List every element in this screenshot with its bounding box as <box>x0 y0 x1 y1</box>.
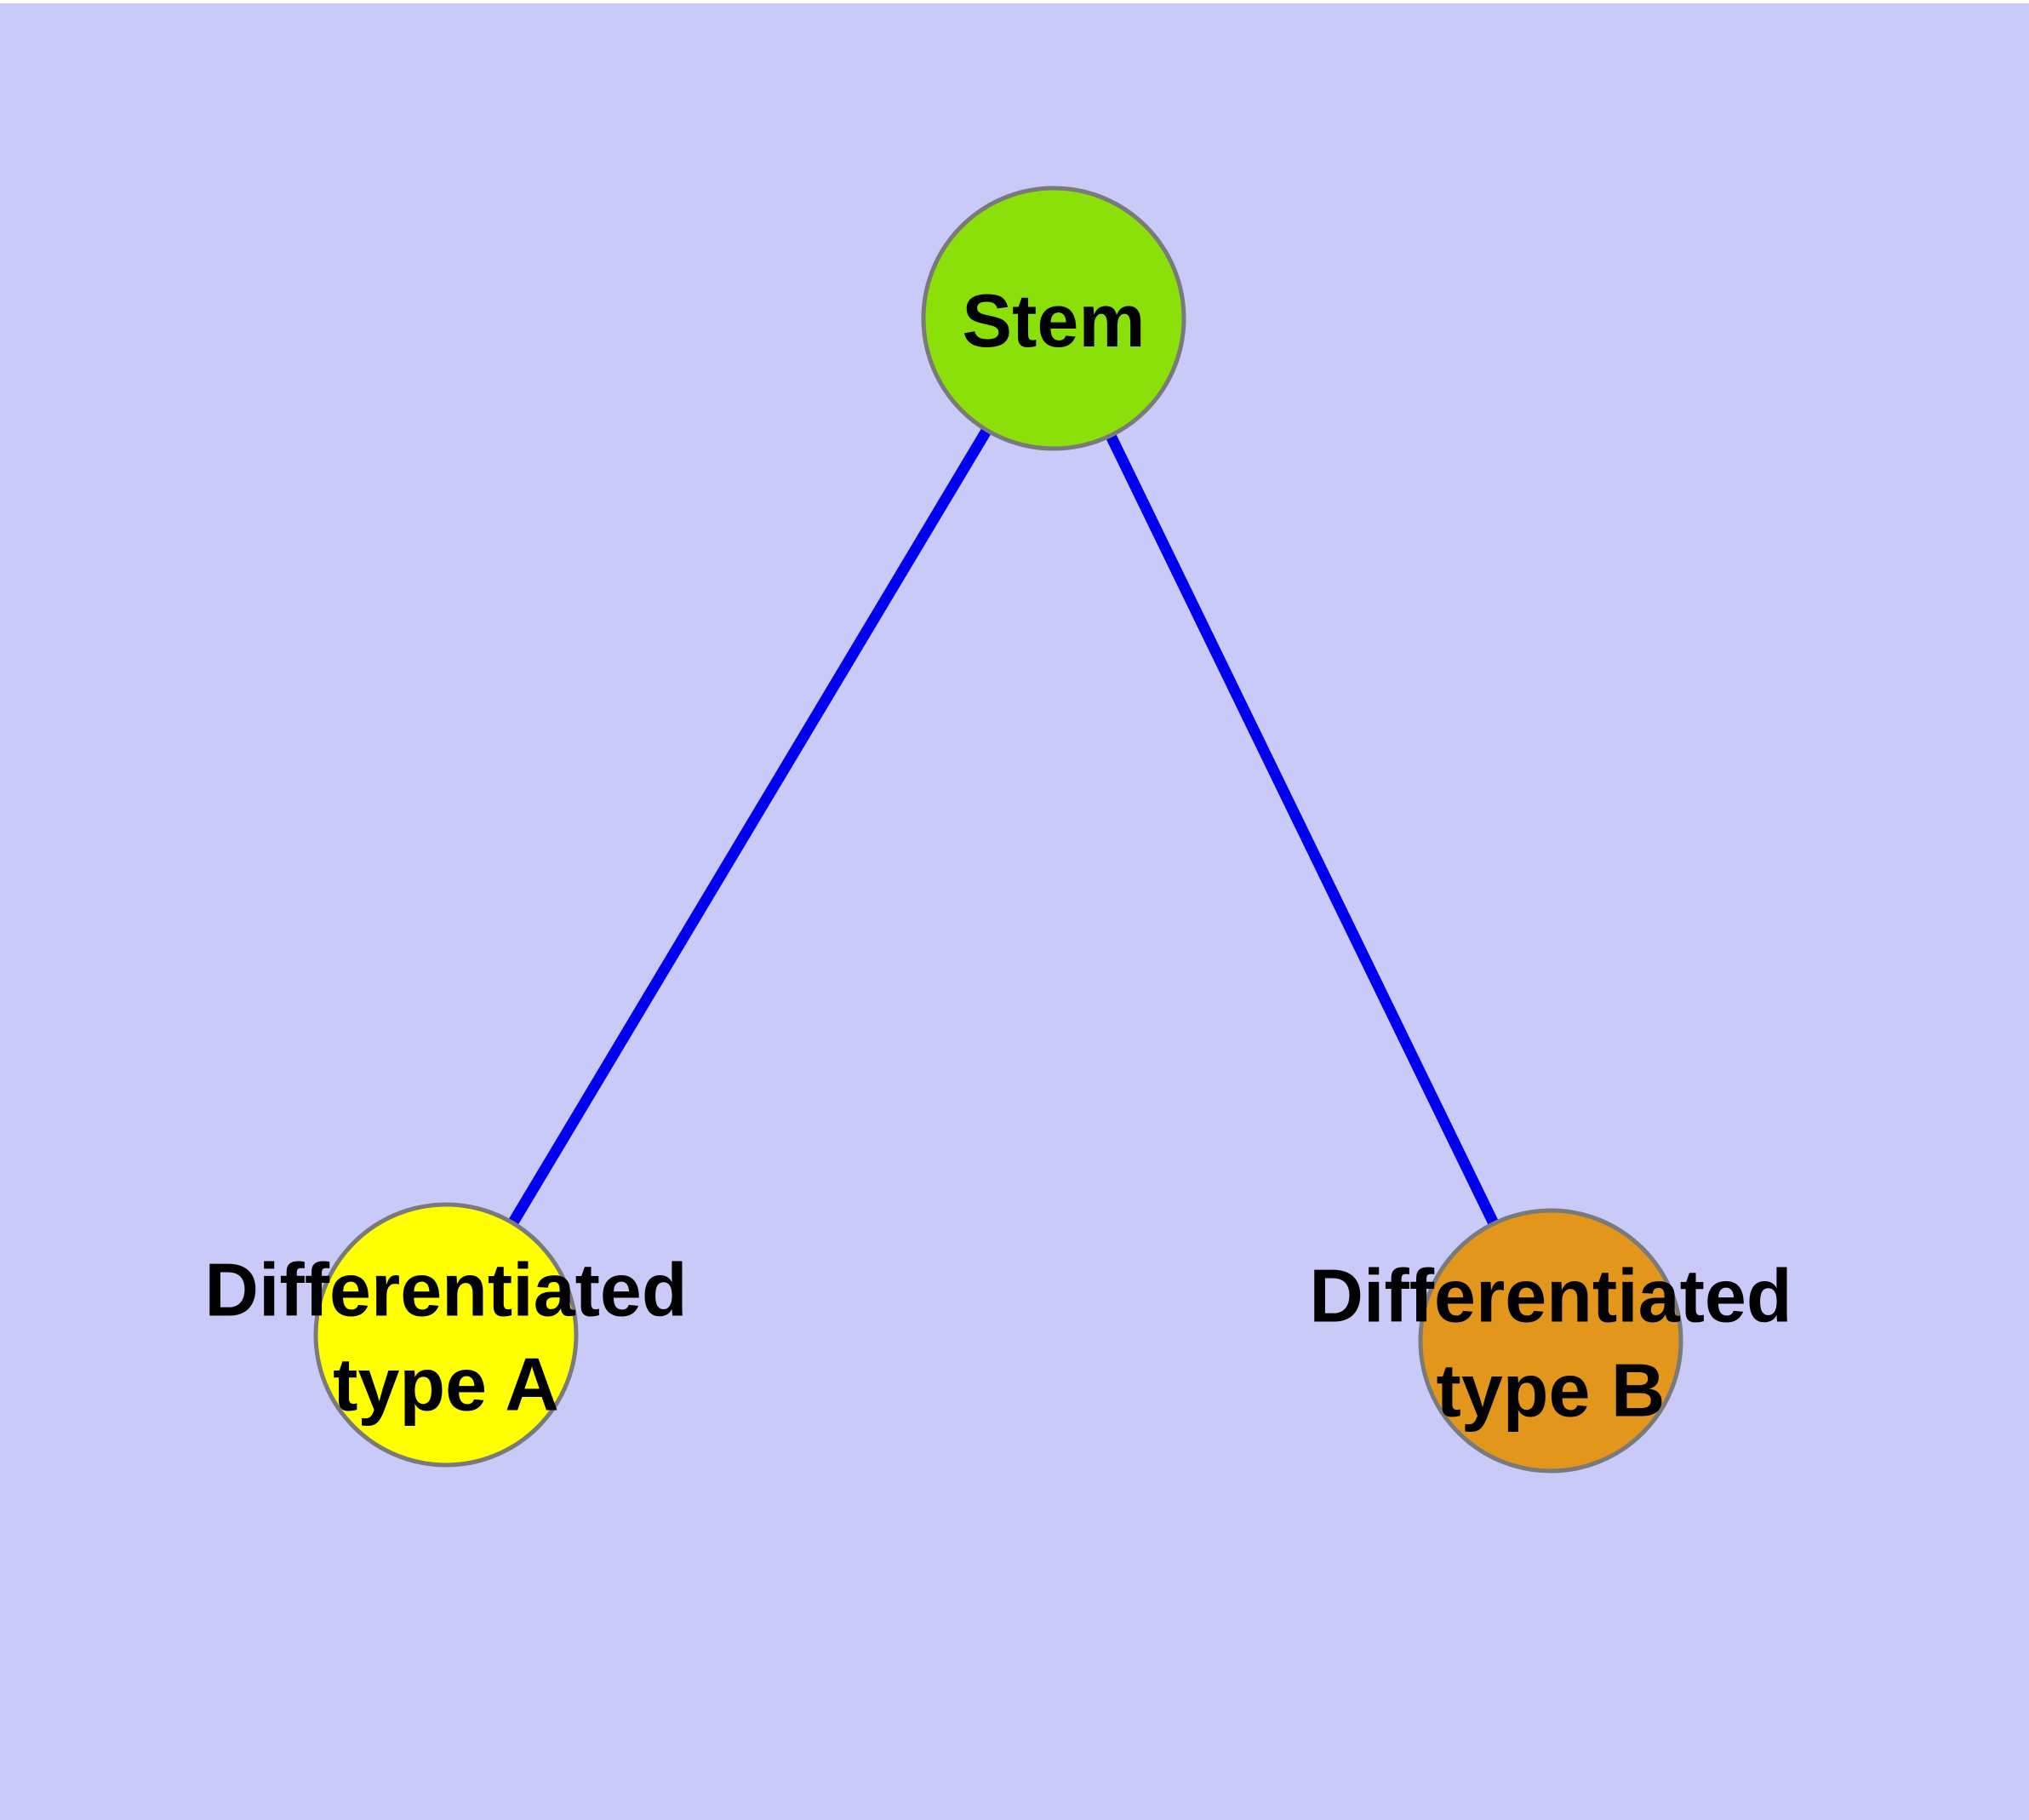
top-margin-strip <box>0 0 2029 3</box>
edge-stem-to-differentiated-type-b <box>1049 316 1556 1343</box>
node-label-stem: Stem <box>962 278 1145 363</box>
node-differentiated-type-b <box>1418 1208 1683 1474</box>
node-stem <box>921 186 1186 451</box>
node-differentiated-type-a <box>313 1202 579 1468</box>
node-label-differentiated-type-b-line1: Differentiated <box>1309 1254 1792 1338</box>
edge-stem-to-differentiated-type-a <box>441 315 1059 1338</box>
node-label-differentiated-type-a-line1: Differentiated <box>204 1248 687 1332</box>
node-label-differentiated-type-a-line2: type A <box>333 1342 559 1427</box>
node-label-differentiated-type-b-line2: type B <box>1437 1348 1666 1433</box>
